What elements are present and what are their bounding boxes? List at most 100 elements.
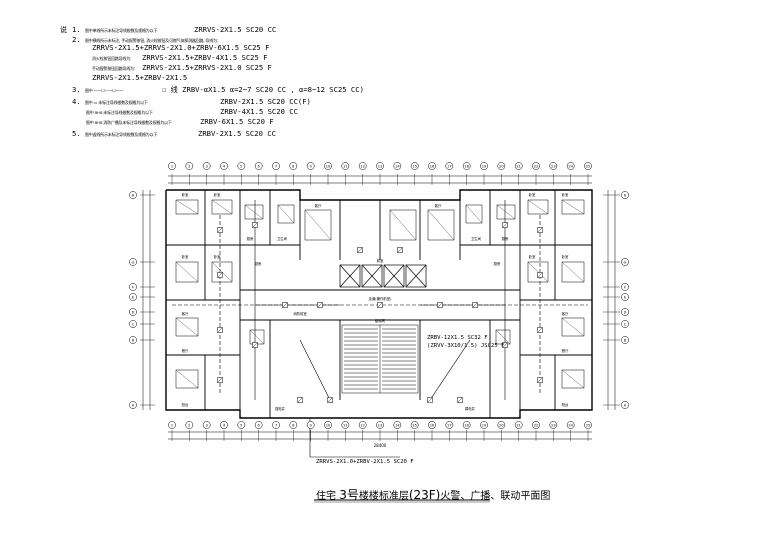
svg-text:3: 3 [206, 424, 208, 428]
axis-bubble-bottom: 1 [168, 421, 176, 429]
axis-bubble-bottom: 16 [428, 421, 436, 429]
svg-text:23: 23 [551, 424, 556, 428]
axis-bubble-left: H [129, 191, 137, 199]
svg-text:F: F [132, 286, 134, 290]
svg-text:13: 13 [378, 424, 383, 428]
svg-text:13: 13 [378, 165, 383, 169]
smoke-detector-icon [377, 302, 383, 308]
axis-bubble-bottom: 12 [358, 421, 367, 429]
smoke-detector-icon [457, 397, 463, 403]
room-label: 卧室 [182, 192, 189, 197]
note-2-spec: ZRRVS-2X1.5+ZRRVS-2X1.0+ZRBV-6X1.5 SC25 … [92, 43, 270, 52]
svg-text:7: 7 [275, 165, 277, 169]
smoke-detector-icon [502, 222, 508, 228]
svg-text:25: 25 [586, 165, 591, 169]
room-label: 客厅 [182, 311, 189, 316]
axis-bubble-left: G [129, 258, 137, 266]
svg-text:18: 18 [464, 165, 469, 169]
stairwell [341, 324, 419, 394]
axis-bubble-right: E [621, 293, 629, 301]
svg-text:22: 22 [534, 165, 539, 169]
overall-dimension: 28400 [374, 443, 387, 448]
furniture-block [175, 317, 199, 337]
furniture-block [561, 369, 585, 389]
svg-text:9: 9 [310, 424, 313, 428]
room-label: 厨房 [255, 261, 262, 266]
note-4b-spec: ZRBV-4X1.5 SC20 CC [220, 107, 298, 116]
svg-text:5: 5 [240, 165, 242, 169]
svg-text:A: A [624, 404, 627, 408]
smoke-detector-icon [217, 327, 223, 333]
axis-bubble-top: 13 [376, 162, 384, 170]
room-labels: 卧室卧室卧室卧室卧室卧室卧室卧室客厅客厅客厅客厅厨房厨房厨房厨房餐厅餐厅卫生间卫… [182, 192, 569, 411]
room-label: 客厅 [435, 203, 442, 208]
axis-bubble-left: C [129, 320, 137, 328]
svg-text:4: 4 [223, 424, 226, 428]
axis-bubble-right: F [621, 283, 629, 291]
room-label: 楼梯间 [375, 318, 386, 323]
furniture-block [211, 261, 233, 283]
note-1: 1. 图中单线所示未标注导线根数及规格为以下 [72, 25, 158, 34]
room-label: 阳台 [182, 402, 189, 407]
elevator-shafts [339, 264, 427, 288]
axis-bubble-left: A [129, 401, 137, 409]
axis-bubble-bottom: 4 [220, 421, 228, 429]
svg-text:11: 11 [343, 424, 348, 428]
axis-bubble-top: 11 [341, 162, 350, 170]
interior-walls [166, 190, 592, 418]
axis-bubble-top: 19 [480, 162, 488, 170]
axis-bubble-top: 24 [566, 162, 575, 170]
room-label: 卫生间 [471, 236, 482, 241]
smoke-detector-icon [537, 327, 543, 333]
sheet-title: 住宅 3号楼楼标准层(23F)火警、广播、联动平面图 [316, 488, 551, 502]
smoke-detector-icon [502, 342, 508, 348]
axis-bubble-bottom: 24 [566, 421, 575, 429]
smoke-detector-icon [217, 377, 223, 383]
furniture-block [244, 204, 264, 220]
svg-text:H: H [624, 194, 627, 198]
furniture-block [175, 261, 199, 283]
svg-text:3: 3 [206, 165, 208, 169]
svg-text:25: 25 [586, 424, 591, 428]
axis-bubble-bottom: 7 [272, 421, 280, 429]
axis-bubble-top: 20 [497, 162, 506, 170]
axis-bubble-top: 5 [237, 162, 246, 170]
room-label: 弱电井 [465, 406, 476, 411]
room-label: 厨房 [247, 236, 254, 241]
note-2b: 消火栓按钮回路导线为: [92, 56, 132, 61]
axis-bubble-top: 4 [220, 162, 228, 170]
furniture-block [465, 204, 483, 224]
axis-bubble-bottom: 10 [324, 421, 332, 429]
room-label: 阳台 [562, 402, 569, 407]
smoke-detector-icon [437, 302, 443, 308]
axis-bubble-top: 16 [428, 162, 436, 170]
furniture-block [527, 199, 549, 215]
smoke-detector-icon [472, 302, 478, 308]
svg-text:C: C [132, 323, 135, 327]
room-label: 客厅 [562, 311, 569, 316]
svg-text:15: 15 [412, 424, 417, 428]
room-label: 前室 [377, 258, 384, 263]
svg-text:F: F [624, 286, 626, 290]
svg-text:10: 10 [326, 424, 331, 428]
svg-text:12: 12 [360, 165, 365, 169]
note-1-spec: ZRRVS-2X1.5 SC20 CC [194, 25, 277, 34]
axis-bubble-top: 21 [514, 162, 523, 170]
note-5: 5. 图中虚线所示未标注导线根数及规格为以下 [72, 129, 158, 138]
axis-bubble-bottom: 22 [532, 421, 540, 429]
room-label: 卧室 [562, 254, 569, 259]
svg-text:C: C [624, 323, 627, 327]
svg-text:8: 8 [292, 424, 295, 428]
axis-bubble-left: D [129, 308, 137, 316]
svg-text:16: 16 [430, 424, 435, 428]
axis-bubble-left: F [129, 283, 137, 291]
axis-bubble-bottom: 20 [497, 421, 506, 429]
svg-text:19: 19 [482, 424, 487, 428]
axis-bubble-right: A [621, 401, 629, 409]
room-label: 强电井 [275, 406, 286, 411]
axis-bubble-bottom: 19 [480, 421, 488, 429]
axis-bubble-top: 7 [272, 162, 280, 170]
smoke-detector-icon [327, 397, 333, 403]
svg-text:17: 17 [447, 165, 452, 169]
svg-text:B: B [624, 339, 627, 343]
